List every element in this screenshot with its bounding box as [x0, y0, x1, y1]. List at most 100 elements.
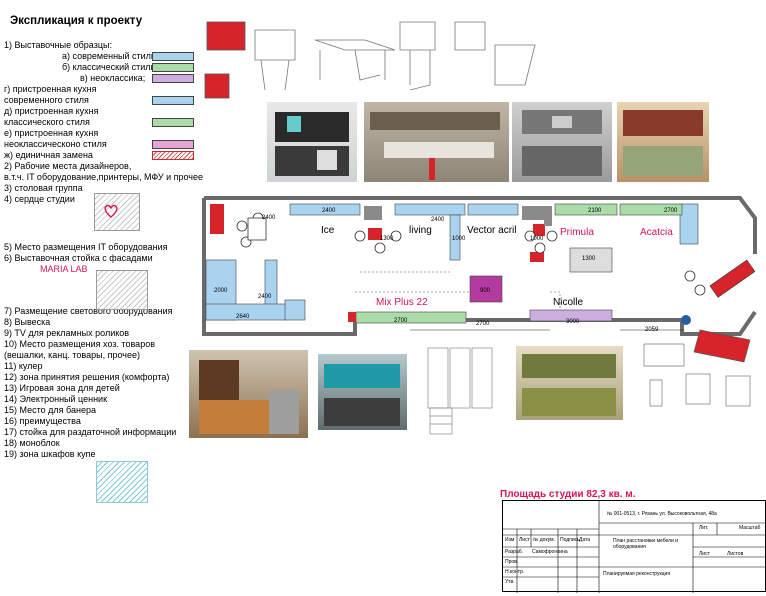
stamp-row-label: Разраб. — [505, 549, 524, 555]
plan-dimension: 2700 — [664, 208, 678, 214]
plan-zone-label: Vector acril — [467, 225, 517, 236]
photo-kitchen-grey — [512, 102, 612, 182]
sheet-label: Лист — [699, 551, 710, 557]
legend-item: ж) единичная замена — [4, 150, 93, 160]
plan-dimension: 2640 — [236, 314, 250, 320]
legend-item: 8) Вывеска — [4, 317, 51, 327]
legend-item: г) пристроенная кухня — [4, 84, 97, 94]
photo-kitchen-olive — [516, 346, 623, 420]
legend-item: 17) стойка для раздаточной информации — [4, 427, 177, 437]
title-block-grid — [503, 501, 766, 593]
scale-label: Масштаб — [739, 525, 761, 531]
plan-dimension: 1000 — [452, 236, 466, 242]
legend-title: Экспликация к проекту — [10, 15, 143, 27]
lighting-hatch — [96, 270, 148, 310]
plan-dimension: 1300 — [380, 236, 394, 242]
sheets-label: Листов — [727, 551, 744, 557]
legend-swatch-hatch — [152, 151, 194, 160]
legend-item: современного стиля — [4, 95, 89, 105]
legend-item: 16) преимущества — [4, 416, 81, 426]
plan-dimension: 2700 — [476, 321, 490, 327]
plan-dimension: 2400 — [322, 208, 336, 214]
plan-dimension: 2700 — [394, 318, 408, 324]
plan-dimension: 2059 — [645, 327, 659, 333]
plan-zone-label: Nicolle — [553, 297, 584, 308]
legend-swatch-purple — [152, 74, 194, 83]
plan-dimension: 1300 — [582, 256, 596, 262]
plan-dimension: 1000 — [530, 236, 544, 242]
sketch-top-row — [204, 21, 536, 99]
legend-item: 13) Игровая зона для детей — [4, 383, 120, 393]
photo-kitchen-classic — [617, 102, 709, 182]
photo-kitchen-modern — [364, 102, 509, 182]
legend-item: б) классический стиль — [62, 62, 156, 72]
plan-dimension: 2400 — [258, 294, 272, 300]
plan-zone-label: MARIALAB — [470, 303, 501, 309]
legend-item: е) пристроенная кухня — [4, 128, 99, 138]
bottom-title: Планируемая реконструкция — [603, 571, 671, 577]
legend-item: 6) Выставочная стойка с фасадами — [4, 253, 153, 263]
legend-item: 19) зона шкафов купе — [4, 449, 96, 459]
plan-dimension: 2400 — [262, 215, 276, 221]
legend-item: 2) Рабочие места дизайнеров, — [4, 161, 132, 171]
plan-dimension: 900 — [480, 288, 491, 294]
legend-item: 5) Место размещения IT оборудования — [4, 242, 168, 252]
stage-label: Лит. — [699, 525, 709, 531]
photo-kitchen-walnut — [189, 350, 308, 438]
heart-icon — [104, 204, 118, 218]
legend-item: 4) сердце студии — [4, 194, 75, 204]
plan-dimension: 2100 — [588, 208, 602, 214]
legend-item: классического стиля — [4, 117, 90, 127]
legend-item: 10) Место размещения хоз. товаров — [4, 339, 155, 349]
plan-zone-label: living — [409, 225, 432, 236]
plan-title: План расстановки мебели и оборудования — [613, 538, 679, 550]
legend-item: 3) столовая группа — [4, 183, 83, 193]
legend-item: 18) моноблок — [4, 438, 60, 448]
wardrobe-zone-hatch — [96, 461, 148, 503]
legend-item: 12) зона принятия решения (комфорта) — [4, 372, 170, 382]
legend-item: 15) Место для банера — [4, 405, 96, 415]
plan-dimension: 2000 — [214, 288, 228, 294]
legend-swatch-green — [152, 118, 194, 127]
legend-item: 11) кулер — [4, 361, 43, 371]
legend-item: в) неоклассика; — [80, 73, 146, 83]
stamp-row-label: Пров. — [505, 559, 519, 565]
area-title: Площадь студии 82,3 кв. м. — [500, 489, 636, 500]
legend-item: д) пристроенная кухня — [4, 106, 99, 116]
legend-item: 1) Выставочные образцы: — [4, 40, 112, 50]
photo-kitchen-teal — [318, 354, 407, 430]
developer-name: Самофронкина — [532, 549, 568, 555]
legend-swatch-green — [152, 63, 194, 72]
heart-zone-hatch — [94, 193, 140, 231]
legend-item: 14) Электронный ценник — [4, 394, 108, 404]
legend-swatch-blue — [152, 52, 194, 61]
legend-item: (вешалки, канц. товары, прочее) — [4, 350, 140, 360]
stamp-column-header: Изм — [505, 537, 515, 543]
stamp-row-label: Утв. — [505, 579, 515, 585]
stamp-column-header: Подпись — [560, 537, 580, 543]
sketch-right-units — [643, 329, 751, 407]
plan-dimension: 3000 — [566, 319, 580, 325]
stamp-row-label: Н.контр. — [505, 569, 525, 575]
legend-item: 7) Размещение светового оборудования — [4, 306, 173, 316]
stamp-column-header: Дата — [579, 537, 591, 543]
plan-zone-label: Ice — [321, 225, 335, 236]
legend-item: неоклассическоно стиля — [4, 139, 107, 149]
legend-item: в.т.ч. IT оборудование,принтеры, МФУ и п… — [4, 172, 203, 182]
plan-zone-label: Primula — [560, 227, 594, 238]
sketch-shelves — [427, 347, 493, 435]
stamp-column-header: № докум. — [533, 537, 555, 543]
doc-code: № 001-0513, г. Рязань ул. Высоковольтная… — [607, 511, 717, 517]
legend-item: MARIA LAB — [40, 264, 88, 274]
title-block: № 001-0513, г. Рязань ул. Высоковольтная… — [502, 500, 766, 593]
legend-swatch-blue — [152, 96, 194, 105]
legend-swatch-pink — [152, 140, 194, 149]
plan-zone-label: Acatcia — [640, 227, 673, 238]
photo-kitchen-dark — [267, 102, 357, 182]
legend-item: а) современный стиль — [62, 51, 156, 61]
legend-item: 9) TV для рекламных роликов — [4, 328, 130, 338]
stamp-column-header: Лист — [519, 537, 530, 543]
plan-zone-label: Mix Plus 22 — [376, 297, 428, 308]
plan-dimension: 2400 — [431, 217, 445, 223]
floor-plan — [202, 196, 757, 336]
